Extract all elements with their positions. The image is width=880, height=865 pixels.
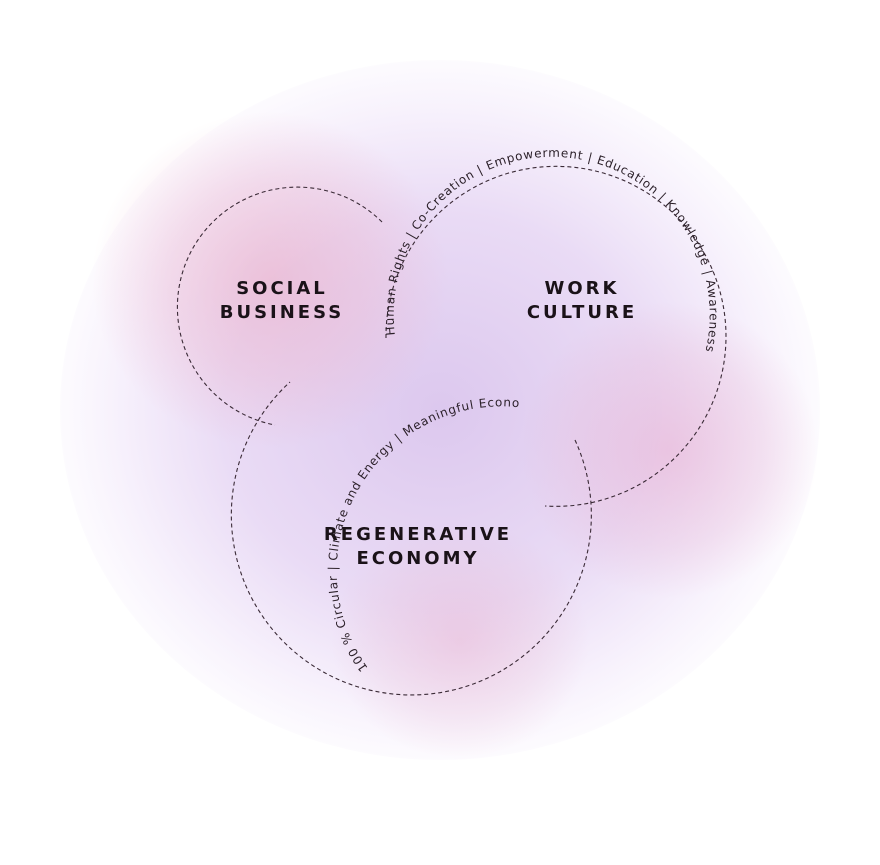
work-culture-circle: Human Rights | Co-Creation | Empowerment…: [383, 146, 727, 507]
regenerative-economy-label-line2: ECONOMY: [356, 548, 479, 569]
regenerative-economy-circle: 100 % Circular | Climate and Energy | Me…: [0, 0, 592, 696]
social-business-circle: SOCIAL BUSINESS: [176, 186, 383, 426]
social-business-label-line2: BUSINESS: [220, 302, 344, 323]
social-business-label-line1: SOCIAL: [236, 278, 328, 299]
regenerative-economy-arc-text: 100 % Circular | Climate and Energy | Me…: [0, 0, 521, 674]
regenerative-economy-outline: [230, 381, 592, 696]
regenerative-economy-label-line1: REGENERATIVE: [324, 524, 512, 545]
work-culture-label-line2: CULTURE: [527, 302, 637, 323]
work-culture-outline: [385, 165, 727, 507]
social-business-outline: [176, 186, 383, 426]
work-culture-label-line1: WORK: [545, 278, 620, 299]
